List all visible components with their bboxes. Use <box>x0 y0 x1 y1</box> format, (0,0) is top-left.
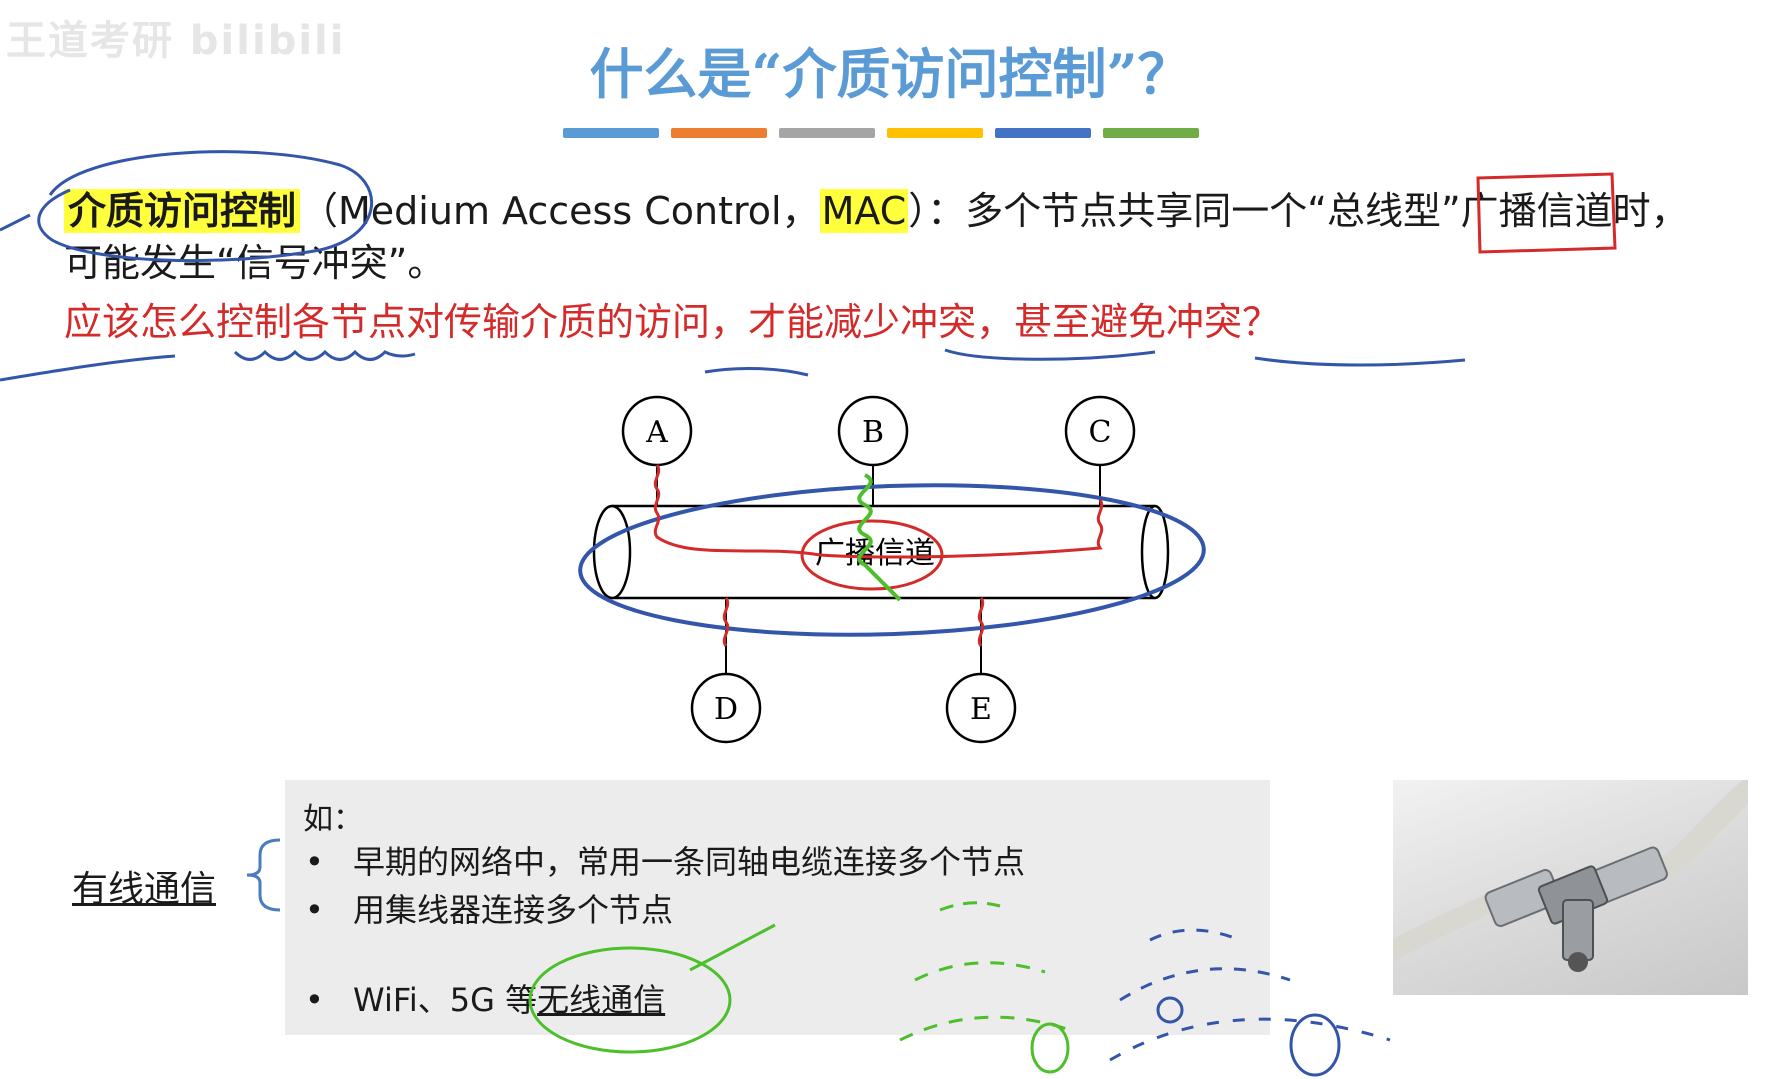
bullet-icon: • <box>305 976 324 1024</box>
wired-communication-label: 有线通信 <box>72 860 216 912</box>
node-d: D <box>692 674 760 742</box>
coaxial-t-connector-icon <box>1393 780 1748 995</box>
example-item-1: 早期的网络中，常用一条同轴电缆连接多个节点 <box>353 843 1025 881</box>
node-e-label: E <box>970 692 992 727</box>
bullet-icon: • <box>305 886 324 934</box>
wireless-word: 无线通信 <box>537 981 665 1019</box>
example-box: 如： • 早期的网络中，常用一条同轴电缆连接多个节点 • 用集线器连接多个节点 • W… <box>285 780 1270 1035</box>
node-a-label: A <box>645 415 668 450</box>
node-d-label: D <box>714 692 738 727</box>
node-c-label: C <box>1089 415 1112 450</box>
node-b-label: B <box>862 415 884 450</box>
list-item: • 用集线器连接多个节点 <box>303 886 1253 934</box>
list-item: • 早期的网络中，常用一条同轴电缆连接多个节点 <box>303 838 1253 886</box>
example-item-2: 用集线器连接多个节点 <box>353 891 673 929</box>
channel-label: 广播信道 <box>815 536 935 571</box>
node-e: E <box>947 674 1015 742</box>
node-b: B <box>839 397 907 465</box>
wireless-prefix: WiFi、5G 等 <box>353 981 537 1019</box>
node-a: A <box>623 397 691 465</box>
brace-icon <box>225 835 285 915</box>
node-c: C <box>1066 397 1134 465</box>
example-lead: 如： <box>303 794 363 838</box>
bullet-icon: • <box>305 838 324 886</box>
example-list: • 早期的网络中，常用一条同轴电缆连接多个节点 • 用集线器连接多个节点 • WiFi… <box>303 838 1253 1024</box>
list-item: • WiFi、5G 等无线通信 <box>303 976 1253 1024</box>
